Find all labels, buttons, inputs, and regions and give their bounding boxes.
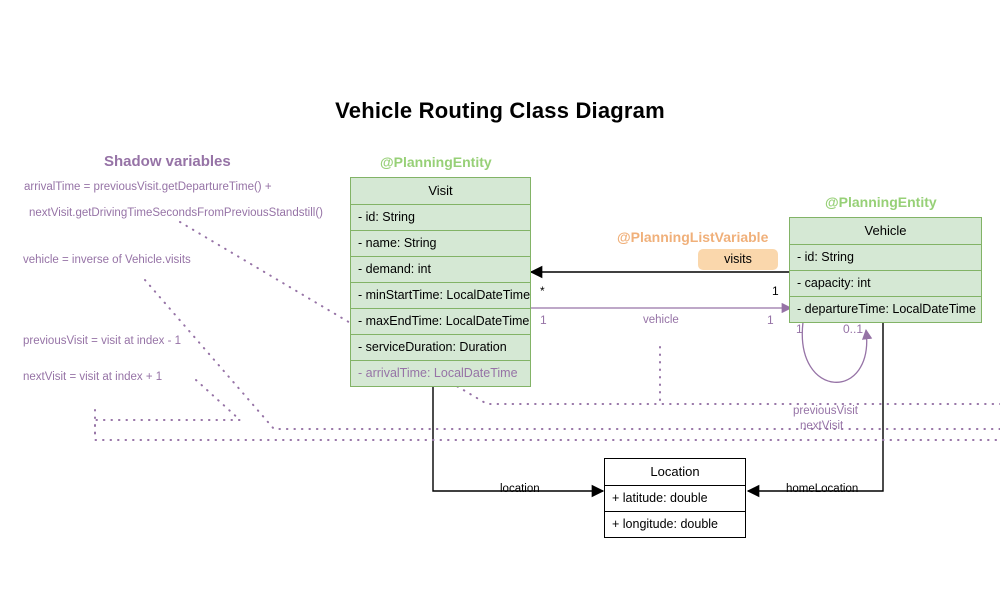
class-visit-attr-minstarttime: - minStartTime: LocalDateTime bbox=[351, 282, 530, 308]
shadow-note-previousvisit: previousVisit = visit at index - 1 bbox=[23, 335, 181, 347]
multiplicity-vehicle-source: 1 bbox=[540, 313, 547, 327]
class-visit-attr-maxendtime: - maxEndTime: LocalDateTime bbox=[351, 308, 530, 334]
edge-label-nextvisit: nextVisit bbox=[800, 420, 844, 432]
edge-label-previousvisit: previousVisit bbox=[793, 405, 858, 417]
class-box-vehicle[interactable]: Vehicle - id: String - capacity: int - d… bbox=[789, 217, 982, 323]
class-vehicle-attr-id: - id: String bbox=[790, 244, 981, 270]
class-visit-attr-name: - name: String bbox=[351, 230, 530, 256]
class-location-attr-longitude: + longitude: double bbox=[605, 511, 745, 537]
multiplicity-previousvisit-source: 1 bbox=[796, 322, 803, 336]
class-visit-attr-arrivaltime: - arrivalTime: LocalDateTime bbox=[351, 360, 530, 386]
class-visit-attr-id: - id: String bbox=[351, 204, 530, 230]
edge-label-vehicle: vehicle bbox=[643, 314, 679, 326]
class-visit-name: Visit bbox=[428, 183, 453, 198]
shadow-note-nextvisit: nextVisit = visit at index + 1 bbox=[23, 371, 163, 383]
multiplicity-vehicle-target: 1 bbox=[767, 313, 774, 327]
multiplicity-visits-target: * bbox=[540, 284, 545, 298]
multiplicity-visits-source: 1 bbox=[772, 284, 779, 298]
stereotype-vehicle-planning-entity: @PlanningEntity bbox=[825, 194, 937, 210]
stereotype-planning-list-variable: @PlanningListVariable bbox=[617, 229, 769, 245]
edge-label-homelocation: homeLocation bbox=[786, 483, 859, 495]
class-vehicle-attr-departuretime: - departureTime: LocalDateTime bbox=[790, 296, 981, 322]
shadow-note-vehicle: vehicle = inverse of Vehicle.visits bbox=[23, 254, 191, 266]
class-box-location[interactable]: Location + latitude: double + longitude:… bbox=[604, 458, 746, 538]
multiplicity-previousvisit-target: 0..1 bbox=[843, 322, 864, 336]
edge-label-location: location bbox=[500, 483, 540, 495]
page-title: Vehicle Routing Class Diagram bbox=[335, 98, 665, 123]
class-box-visit[interactable]: Visit - id: String - name: String - dema… bbox=[350, 177, 531, 387]
class-vehicle-attr-capacity: - capacity: int bbox=[790, 270, 981, 296]
class-visit-attr-demand: - demand: int bbox=[351, 256, 530, 282]
class-visit-attr-serviceduration: - serviceDuration: Duration bbox=[351, 334, 530, 360]
class-location-name: Location bbox=[650, 464, 700, 479]
shadow-variables-heading: Shadow variables bbox=[104, 153, 231, 170]
shadow-note-arrivaltime-line1: arrivalTime = previousVisit.getDeparture… bbox=[24, 181, 272, 193]
class-location-attr-latitude: + latitude: double bbox=[605, 485, 745, 511]
class-vehicle-name: Vehicle bbox=[864, 223, 907, 238]
edge-label-visits-badge: visits bbox=[698, 249, 778, 270]
shadow-note-arrivaltime-line2: nextVisit.getDrivingTimeSecondsFromPrevi… bbox=[29, 207, 323, 219]
stereotype-visit-planning-entity: @PlanningEntity bbox=[380, 154, 492, 170]
